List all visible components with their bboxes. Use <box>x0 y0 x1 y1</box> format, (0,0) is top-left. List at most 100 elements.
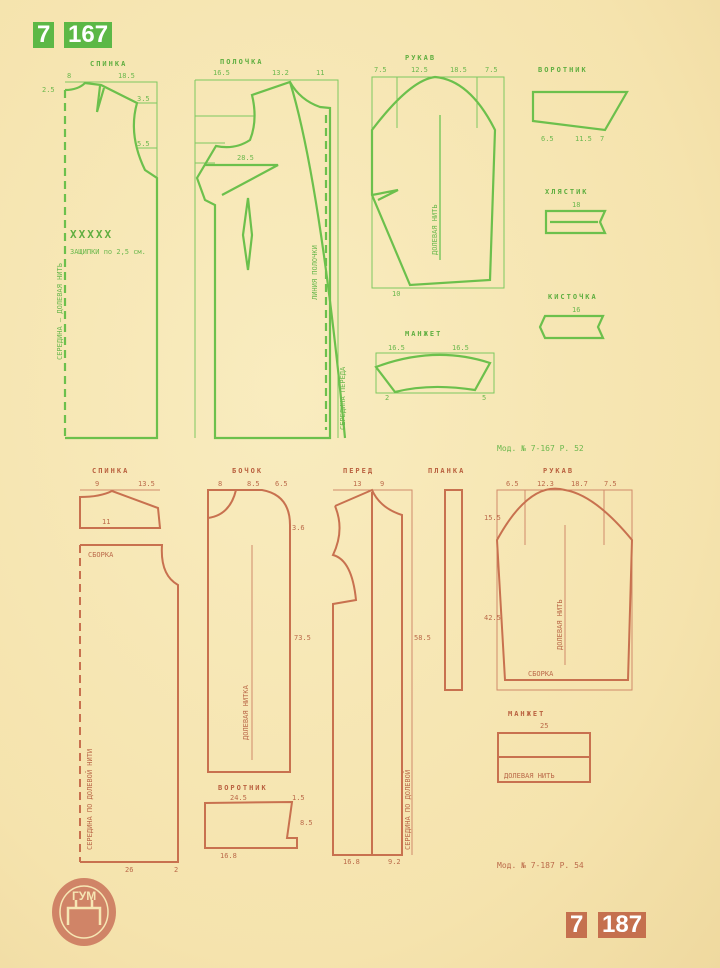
model-badge-red: 187 <box>598 912 647 938</box>
svg-text:26: 26 <box>125 866 133 874</box>
svg-text:7: 7 <box>600 135 604 143</box>
svg-text:8: 8 <box>218 480 222 488</box>
red-gather-label: СБОРКА <box>88 551 114 559</box>
green-collar-piece <box>531 90 629 132</box>
red-front-title: ПЕРЕД <box>343 467 374 475</box>
svg-text:9: 9 <box>95 480 99 488</box>
svg-text:58.5: 58.5 <box>414 634 431 642</box>
green-front-line-label: ЛИНИЯ ПОЛОЧКИ <box>311 245 319 300</box>
red-model-caption: Мод. № 7-187 Р. 54 <box>497 861 584 870</box>
svg-text:8.5: 8.5 <box>300 819 313 827</box>
svg-text:16: 16 <box>572 306 580 314</box>
red-dimensions: 9 13.5 11 26 2 8 8.5 6.5 3.6 73.5 24.5 1… <box>95 480 617 874</box>
green-dimensions: 8 18.5 2.5 3.5 5.5 16.5 13.2 11 28.5 7.5… <box>42 66 604 402</box>
series-badge-green: 7 <box>33 22 55 48</box>
green-back-title: СПИНКА <box>90 60 127 68</box>
svg-text:13.2: 13.2 <box>272 69 289 77</box>
green-back-piece <box>63 81 159 440</box>
svg-text:73.5: 73.5 <box>294 634 311 642</box>
svg-text:25: 25 <box>540 722 548 730</box>
red-cuff-piece <box>497 732 591 783</box>
red-placket-piece <box>444 489 463 691</box>
svg-text:18.5: 18.5 <box>450 66 467 74</box>
green-tab-title: ХЛЯСТИК <box>545 188 589 196</box>
red-collar-title: ВОРОТНИК <box>218 784 268 792</box>
svg-text:11: 11 <box>102 518 110 526</box>
svg-text:9.2: 9.2 <box>388 858 401 866</box>
red-back-piece <box>79 544 179 863</box>
red-cuff-title: МАНЖЕТ <box>508 710 545 718</box>
svg-text:16.8: 16.8 <box>220 852 237 860</box>
svg-text:42.5: 42.5 <box>484 614 501 622</box>
svg-text:3.5: 3.5 <box>137 95 150 103</box>
svg-text:1.5: 1.5 <box>292 794 305 802</box>
red-placket-title: ПЛАНКА <box>428 467 465 475</box>
svg-text:15.5: 15.5 <box>484 514 501 522</box>
svg-text:7.5: 7.5 <box>374 66 387 74</box>
red-collar-piece <box>204 800 298 849</box>
green-sleeve-grain-label: ДОЛЕВАЯ НИТЬ <box>431 204 439 255</box>
svg-text:6.5: 6.5 <box>275 480 288 488</box>
red-front-piece <box>331 488 413 856</box>
svg-text:11: 11 <box>316 69 324 77</box>
svg-text:7.5: 7.5 <box>485 66 498 74</box>
green-back-center-label: СЕРЕДИНА — ДОЛЕВАЯ НИТЬ <box>56 263 64 360</box>
green-cuff-piece <box>374 352 495 394</box>
red-sleeve-title: РУКАВ <box>543 467 574 475</box>
green-tassel-piece <box>538 314 605 340</box>
green-collar-title: ВОРОТНИК <box>538 66 588 74</box>
red-cuff-grain-label: ДОЛЕВАЯ НИТЬ <box>504 772 555 780</box>
svg-text:16.5: 16.5 <box>452 344 469 352</box>
green-cuff-title: МАНЖЕТ <box>405 330 442 338</box>
svg-text:3.6: 3.6 <box>292 524 305 532</box>
svg-text:ГУМ: ГУМ <box>72 889 96 903</box>
svg-text:9: 9 <box>380 480 384 488</box>
red-sleeve-piece <box>495 487 634 691</box>
tucks-note: ЗАЩИПКИ по 2,5 см. <box>70 248 146 256</box>
green-sleeve-piece <box>370 75 505 289</box>
green-sleeve-title: РУКАВ <box>405 54 436 62</box>
svg-text:2: 2 <box>385 394 389 402</box>
svg-text:13: 13 <box>353 480 361 488</box>
svg-text:5: 5 <box>482 394 486 402</box>
green-tassel-title: КИСТОЧКА <box>548 293 598 301</box>
red-sleeve-grain-label: ДОЛЕВАЯ НИТЬ <box>556 599 564 650</box>
gum-logo: ГУМ <box>52 878 116 946</box>
svg-text:11.5: 11.5 <box>575 135 592 143</box>
svg-text:12.5: 12.5 <box>411 66 428 74</box>
red-side-title: БОЧОК <box>232 467 263 475</box>
svg-text:6.5: 6.5 <box>506 480 519 488</box>
green-tab-piece <box>544 209 607 235</box>
svg-text:7.5: 7.5 <box>604 480 617 488</box>
model-badge-green: 167 <box>64 22 113 48</box>
svg-text:16.8: 16.8 <box>343 858 360 866</box>
svg-text:8.5: 8.5 <box>247 480 260 488</box>
svg-text:18: 18 <box>572 201 580 209</box>
svg-text:28.5: 28.5 <box>237 154 254 162</box>
green-front-center-label: СЕРЕДИНА ПЕРЕДА <box>339 366 347 430</box>
svg-text:6.5: 6.5 <box>541 135 554 143</box>
svg-text:16.5: 16.5 <box>388 344 405 352</box>
red-back-yoke-piece <box>79 489 162 529</box>
svg-text:10: 10 <box>392 290 400 298</box>
svg-text:13.5: 13.5 <box>138 480 155 488</box>
tuck-marks: XXXXX <box>70 228 113 241</box>
red-back-title: СПИНКА <box>92 467 129 475</box>
svg-text:24.5: 24.5 <box>230 794 247 802</box>
red-side-piece <box>207 489 291 773</box>
svg-text:2: 2 <box>174 866 178 874</box>
svg-text:18.5: 18.5 <box>118 72 135 80</box>
svg-text:2.5: 2.5 <box>42 86 55 94</box>
svg-text:16.5: 16.5 <box>213 69 230 77</box>
green-front-piece <box>194 79 347 440</box>
svg-text:5.5: 5.5 <box>137 140 150 148</box>
series-badge-red: 7 <box>566 912 588 938</box>
svg-text:12.3: 12.3 <box>537 480 554 488</box>
red-back-center-label: СЕРЕДИНА ПО ДОЛЕВОЙ НИТИ <box>85 749 94 850</box>
svg-text:18.7: 18.7 <box>571 480 588 488</box>
green-front-title: ПОЛОЧКА <box>220 58 264 66</box>
red-side-grain-label: ДОЛЕВАЯ НИТКА <box>242 684 250 740</box>
red-front-center-label: СЕРЕДИНА ПО ДОЛЕВОЙ <box>403 770 412 850</box>
